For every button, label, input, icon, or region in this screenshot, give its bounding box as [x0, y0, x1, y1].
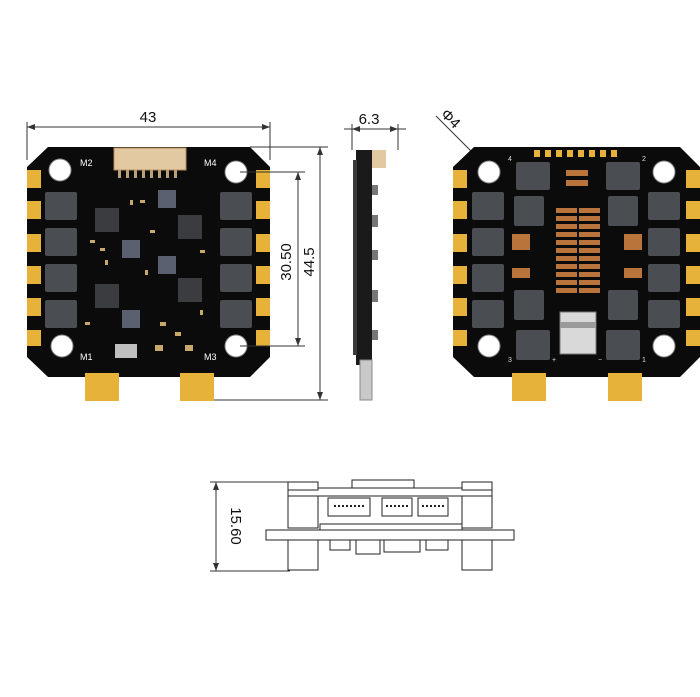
side-view: 6.3 [344, 111, 406, 401]
side-power-lead [359, 359, 373, 401]
back-power-tab-left [512, 373, 546, 401]
back-mount-hole-br [652, 334, 676, 358]
stack-top-board [287, 487, 493, 497]
hole-diameter-label: Φ4 [437, 106, 463, 132]
front-power-tab-left [85, 373, 119, 401]
front-right-mosfets [220, 192, 252, 328]
back-label-minus: − [598, 357, 602, 364]
stack-connectors [327, 497, 449, 517]
side-components [372, 185, 378, 340]
stack-bottom-board [265, 529, 515, 541]
front-right-pads [256, 170, 270, 346]
stack-lower-standoff-right [461, 539, 493, 571]
front-left-pads [27, 170, 41, 346]
mount-hole-m1 [50, 334, 74, 358]
height-label: 44.5 [301, 247, 318, 276]
front-view: 43 M2 M4 M1 M3 [26, 109, 328, 401]
stack-height-label: 15.60 [227, 507, 244, 545]
width-label: 43 [140, 109, 157, 126]
front-connector [113, 147, 187, 171]
back-left-pads [453, 170, 467, 346]
front-power-tab-right [180, 373, 214, 401]
side-connector [372, 150, 386, 168]
back-label-3: 3 [508, 357, 512, 364]
front-center-chips [95, 190, 202, 328]
thickness-dimension: 6.3 [344, 111, 406, 150]
connector-pins [118, 170, 177, 178]
back-top-signal-pads [534, 150, 617, 157]
back-mount-hole-tr [652, 160, 676, 184]
back-power-tab-right [608, 373, 642, 401]
front-bottom-component [115, 344, 137, 358]
back-label-2: 2 [642, 156, 646, 163]
stack-view: 15.60 [210, 479, 515, 572]
label-m2: M2 [80, 158, 93, 168]
stack-lower-standoff-left [287, 539, 319, 571]
mount-spacing-dimension: 30.50 [240, 171, 305, 347]
stack-bottom-components [329, 539, 449, 555]
height-dimension: 44.5 [214, 146, 328, 401]
stack-standoff-left [287, 495, 319, 529]
stack-standoff-right [461, 495, 493, 529]
side-pcb [356, 150, 372, 365]
back-label-4: 4 [508, 156, 512, 163]
back-view: Φ4 4 2 3 1 + − [435, 106, 700, 401]
back-mount-hole-bl [477, 334, 501, 358]
label-m4: M4 [204, 158, 217, 168]
back-label-plus: + [552, 357, 556, 364]
back-mosfets [472, 162, 680, 360]
back-label-1: 1 [642, 357, 646, 364]
mount-hole-m2 [48, 158, 72, 182]
stack-height-dimension: 15.60 [210, 481, 290, 572]
width-dimension: 43 [26, 109, 271, 160]
back-right-pads [686, 170, 700, 346]
mount-spacing-label: 30.50 [278, 243, 295, 281]
front-pcb [27, 147, 270, 377]
back-mount-hole-tl [477, 160, 501, 184]
thickness-label: 6.3 [359, 111, 380, 128]
label-m1: M1 [80, 352, 93, 362]
side-board-edge [353, 160, 357, 355]
label-m3: M3 [204, 352, 217, 362]
back-shunt-resistor [559, 311, 597, 355]
front-small-components [85, 200, 205, 351]
front-left-mosfets [45, 192, 77, 328]
